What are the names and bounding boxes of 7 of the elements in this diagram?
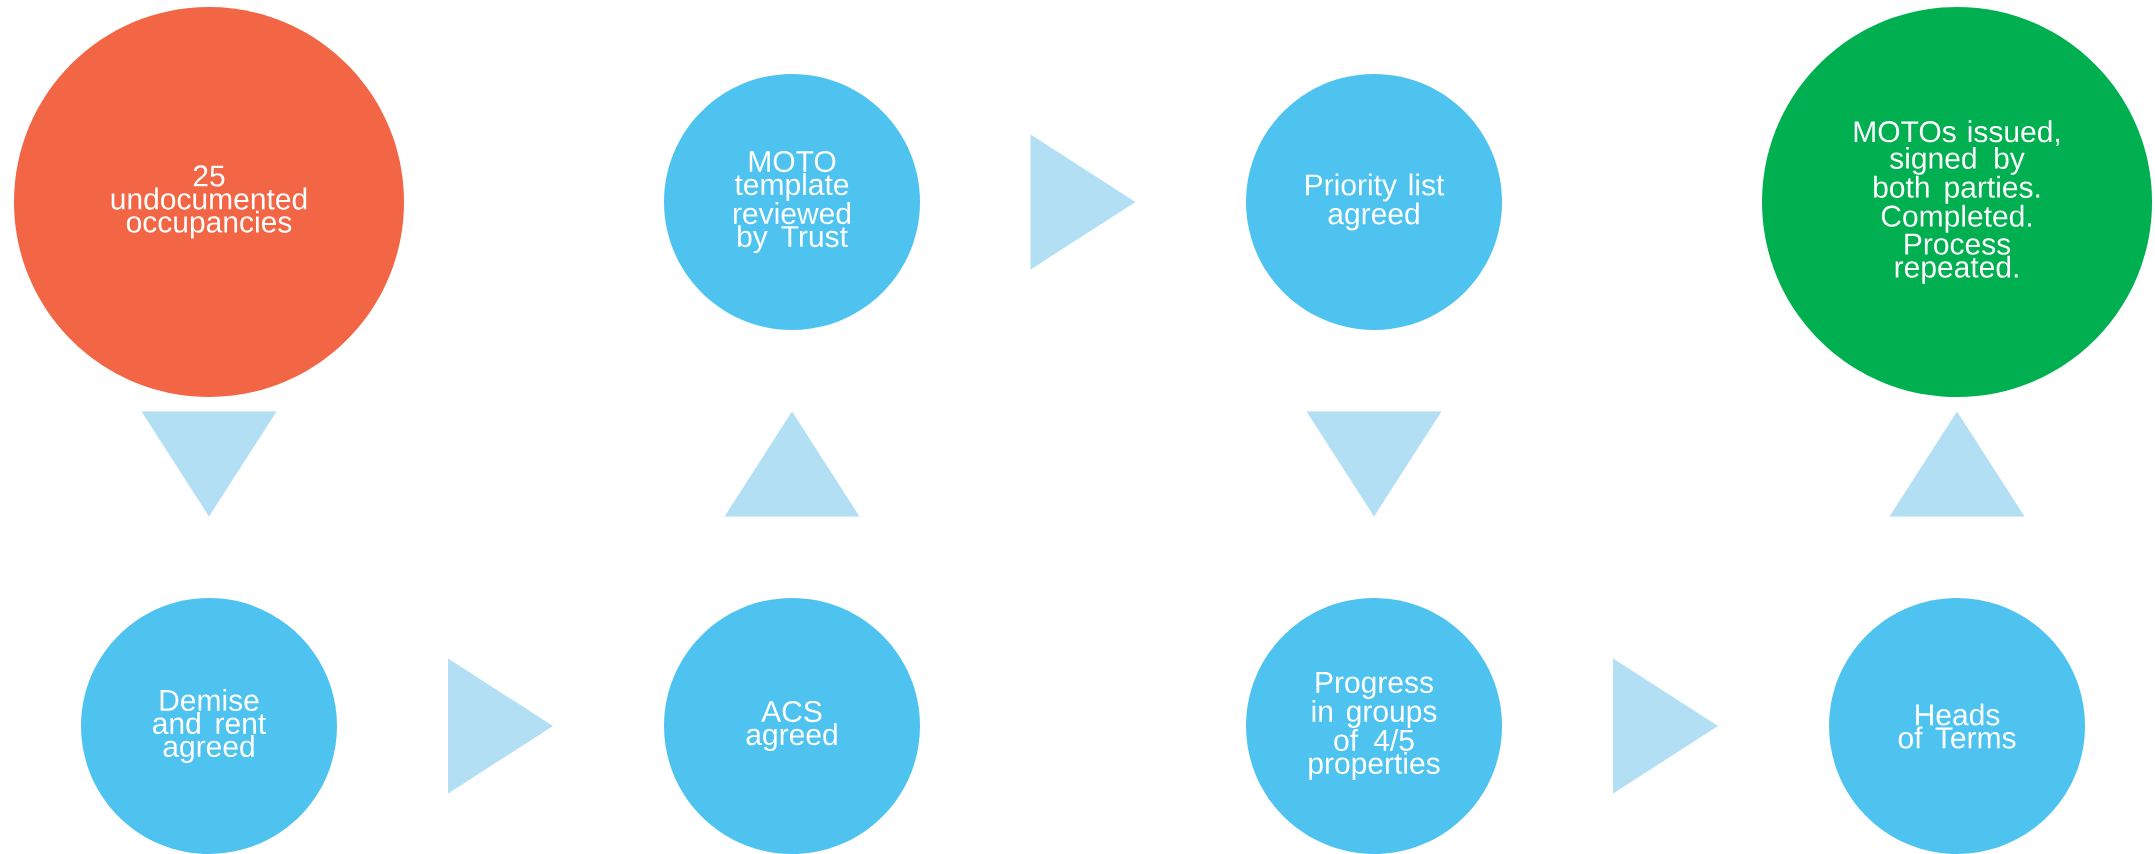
arrow <box>141 410 277 517</box>
arrow <box>447 658 553 794</box>
arrow <box>1612 658 1718 794</box>
arrow <box>1889 411 2025 518</box>
arrow <box>1306 410 1442 517</box>
arrow <box>1029 134 1136 270</box>
arrow <box>724 411 860 518</box>
